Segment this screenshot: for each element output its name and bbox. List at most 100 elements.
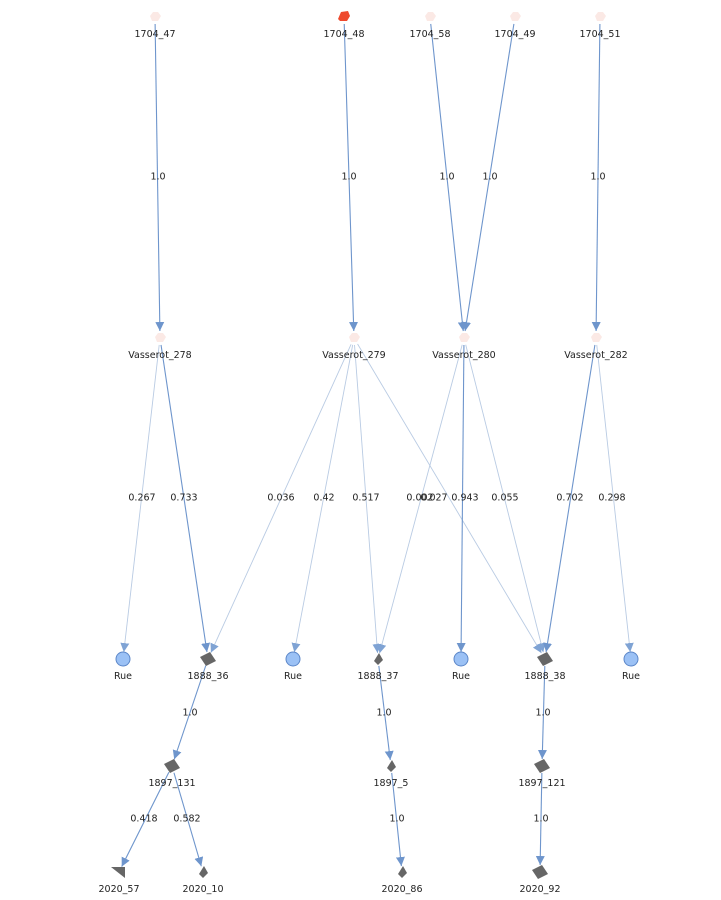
- node-n1888_38[interactable]: 1888_38: [524, 652, 566, 682]
- node-small-diamond-shape: [374, 653, 383, 665]
- node-circle-shape: [623, 651, 639, 667]
- edge-weight-e19: 1.0: [535, 708, 550, 719]
- node-pale-shape: [591, 333, 602, 342]
- edge-weight-label: 1.0: [590, 172, 605, 183]
- node-rue3[interactable]: Rue: [452, 651, 470, 682]
- edge-v279-to-n1888_36: [210, 344, 352, 653]
- node-n1897_131[interactable]: 1897_131: [148, 759, 196, 789]
- edge-weight-label: 0.002: [406, 493, 433, 504]
- node-n1704_49[interactable]: 1704_49: [494, 12, 536, 40]
- edge-weight-label: 0.517: [352, 493, 379, 504]
- edge-v278-to-n1888_36: [160, 344, 211, 653]
- edge-weight-label: 0.027: [420, 493, 447, 504]
- edge-v280-to-n1888_37: [377, 344, 463, 654]
- node-rue2[interactable]: Rue: [284, 651, 302, 682]
- node-v279[interactable]: Vasserot_279: [322, 333, 386, 361]
- edge-n1888_36-to-n1897_131: [172, 665, 207, 760]
- edge-weight-e12: 0.002: [406, 493, 433, 504]
- node-pale-shape: [349, 333, 360, 342]
- node-circle-shape: [285, 651, 301, 667]
- node-triangle-shape: [111, 867, 125, 878]
- node-diamond-shape: [200, 652, 216, 666]
- node-pale-shape: [510, 12, 521, 21]
- edge-n1897_121-to-n2020_92: [535, 772, 545, 866]
- edge-weight-e7: 0.733: [170, 493, 197, 504]
- edges-layer: [120, 23, 634, 867]
- node-n1897_121[interactable]: 1897_121: [518, 759, 566, 789]
- node-label: 1704_48: [323, 29, 364, 40]
- edge-weight-label: 1.0: [439, 172, 454, 183]
- edge-weight-e17: 1.0: [182, 708, 197, 719]
- node-label: 1888_37: [357, 671, 398, 682]
- node-label: 1897_5: [374, 778, 409, 789]
- node-n2020_57[interactable]: 2020_57: [98, 867, 140, 895]
- node-n2020_10[interactable]: 2020_10: [182, 866, 224, 895]
- node-rue4[interactable]: Rue: [622, 651, 640, 682]
- nodes-layer: 1704_47 1704_48 1704_58 1704_49 1704_51Vasse…: [98, 11, 640, 895]
- node-n1704_51[interactable]: 1704_51: [579, 12, 621, 40]
- node-n1704_47[interactable]: 1704_47: [134, 12, 176, 40]
- node-small-diamond-shape: [199, 866, 208, 878]
- edge-weight-e4: 1.0: [482, 172, 497, 183]
- node-n1888_36[interactable]: 1888_36: [187, 652, 229, 682]
- node-label: Vasserot_278: [128, 350, 191, 361]
- node-label: Rue: [452, 671, 470, 682]
- edge-weight-label: 1.0: [482, 172, 497, 183]
- edge-weight-e6: 0.267: [128, 493, 155, 504]
- node-label: Vasserot_280: [432, 350, 495, 361]
- node-n1897_5[interactable]: 1897_5: [374, 760, 409, 789]
- node-label: 1704_51: [579, 29, 620, 40]
- edge-weight-e20: 0.418: [130, 814, 157, 825]
- edge-weight-label: 0.036: [267, 493, 294, 504]
- node-label: 1704_58: [409, 29, 450, 40]
- edge-weight-e13: 0.943: [451, 493, 478, 504]
- edge-weight-e9: 0.42: [313, 493, 334, 504]
- edge-v279-to-n1888_38: [357, 343, 542, 654]
- node-v278[interactable]: Vasserot_278: [128, 333, 192, 361]
- edge-n1888_37-to-n1897_5: [378, 665, 394, 761]
- node-label: Rue: [114, 671, 132, 682]
- edge-n1704_58-to-v280: [430, 23, 467, 332]
- node-n1888_37[interactable]: 1888_37: [357, 653, 399, 682]
- node-circle-shape: [115, 651, 131, 667]
- node-n2020_86[interactable]: 2020_86: [381, 866, 423, 895]
- node-v282[interactable]: Vasserot_282: [564, 333, 628, 361]
- node-label: 1888_36: [187, 671, 228, 682]
- node-label: 2020_86: [381, 884, 422, 895]
- edge-weight-e18: 1.0: [376, 708, 391, 719]
- node-n2020_92[interactable]: 2020_92: [519, 865, 561, 895]
- node-label: 2020_57: [98, 884, 139, 895]
- node-label: 2020_10: [182, 884, 223, 895]
- edge-weight-label: 1.0: [341, 172, 356, 183]
- node-label: 1897_121: [518, 778, 565, 789]
- edge-weight-e15: 0.702: [556, 493, 583, 504]
- edge-v280-to-rue3: [456, 344, 466, 653]
- node-circle-shape: [453, 651, 469, 667]
- edge-weight-e1: 1.0: [150, 172, 165, 183]
- node-label: 2020_92: [519, 884, 560, 895]
- edge-weight-label: 1.0: [533, 814, 548, 825]
- edge-weight-label: 0.702: [556, 493, 583, 504]
- edge-weight-e5: 1.0: [590, 172, 605, 183]
- edge-n1704_48-to-v279: [343, 23, 358, 332]
- edge-n1897_5-to-n2020_86: [391, 772, 405, 867]
- edge-weight-label: 1.0: [150, 172, 165, 183]
- node-v280[interactable]: Vasserot_280: [432, 333, 496, 361]
- edge-weight-label: 1.0: [376, 708, 391, 719]
- edge-weight-label: 0.055: [491, 493, 518, 504]
- node-small-diamond-shape: [398, 866, 407, 878]
- node-small-diamond-shape: [387, 760, 396, 772]
- edge-n1897_131-to-n2020_10: [173, 772, 204, 867]
- edge-weight-e10: 0.517: [352, 493, 379, 504]
- node-n1704_58[interactable]: 1704_58: [409, 12, 451, 40]
- edge-n1704_47-to-v278: [154, 23, 165, 332]
- edge-v278-to-rue1: [120, 344, 160, 653]
- edge-weight-label: 0.418: [130, 814, 157, 825]
- node-n1704_48[interactable]: 1704_48: [323, 11, 365, 40]
- edge-weight-e11: 0.027: [420, 493, 447, 504]
- node-label: 1888_38: [524, 671, 565, 682]
- node-rue1[interactable]: Rue: [114, 651, 132, 682]
- edge-weight-e8: 0.036: [267, 493, 294, 504]
- edge-v282-to-n1888_38: [543, 344, 596, 653]
